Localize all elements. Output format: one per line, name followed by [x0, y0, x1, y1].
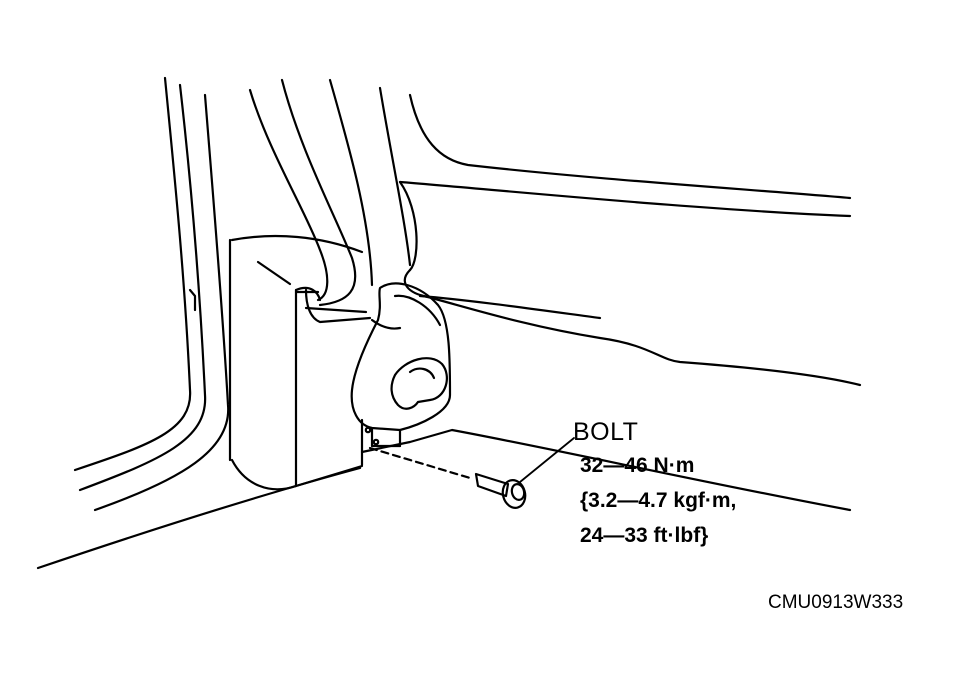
- torque-ftlbf: 24—33 ft·lbf}: [580, 524, 709, 547]
- figure-id: CMU0913W333: [768, 592, 904, 613]
- bolt-label: BOLT: [573, 418, 639, 446]
- bolt: [368, 437, 575, 509]
- anchor-cover: [350, 282, 452, 448]
- floor: [360, 428, 852, 512]
- pillar-trim: [228, 78, 412, 491]
- door-frame: [36, 76, 362, 570]
- side-trim: [398, 93, 862, 387]
- torque-nm: 32—46 N·m: [580, 454, 695, 477]
- torque-kgfm: {3.2—4.7 kgf·m,: [580, 489, 737, 512]
